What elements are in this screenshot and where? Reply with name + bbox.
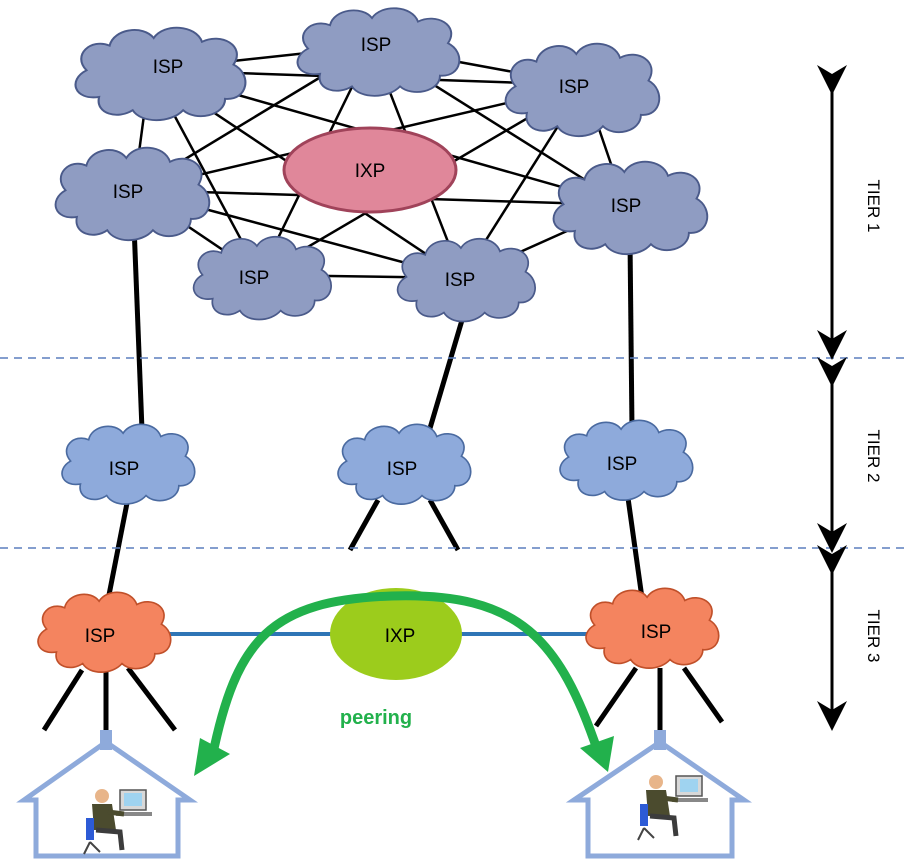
- ixp-label: IXP: [355, 161, 386, 182]
- peering-label: peering: [340, 707, 412, 729]
- tier1-to-tier2-links: [131, 224, 635, 436]
- tier1-label: TIER 1: [864, 180, 883, 233]
- tier2-isp-clouds: ISP ISP ISP: [61, 419, 694, 505]
- user-at-computer-icon: [83, 789, 152, 855]
- tier1-isp-clouds: ISP ISP ISP ISP ISP ISP ISP: [54, 7, 709, 323]
- isp-label: ISP: [607, 454, 638, 475]
- user-at-computer-icon: [637, 775, 708, 841]
- isp-label: ISP: [611, 196, 642, 217]
- isp-label: ISP: [109, 459, 140, 480]
- tier2-label: TIER 2: [864, 430, 883, 483]
- ixp-label: IXP: [385, 626, 416, 647]
- isp-label: ISP: [445, 270, 476, 291]
- tier3-isp-clouds: ISP ISP: [37, 587, 720, 673]
- peering-arrow: peering: [194, 591, 614, 776]
- tier3-label: TIER 3: [864, 610, 883, 663]
- isp-label: ISP: [361, 35, 392, 56]
- peering-arrowhead-right: [580, 736, 614, 772]
- house-left: [16, 730, 199, 859]
- isp-label: ISP: [559, 77, 590, 98]
- core-ixp: IXP: [282, 126, 458, 214]
- isp-label: ISP: [85, 626, 116, 647]
- peering-arrowhead-left: [194, 738, 230, 776]
- tier3-downlinks: [41, 666, 725, 735]
- isp-label: ISP: [641, 622, 672, 643]
- tier-dividers: [0, 357, 904, 549]
- peering-ixp: IXP: [330, 588, 462, 680]
- isp-label: ISP: [239, 268, 270, 289]
- isp-label: ISP: [113, 182, 144, 203]
- isp-label: ISP: [387, 459, 418, 480]
- tier2-downlinks: [105, 497, 645, 601]
- house-right: [565, 730, 753, 859]
- isp-label: ISP: [153, 57, 184, 78]
